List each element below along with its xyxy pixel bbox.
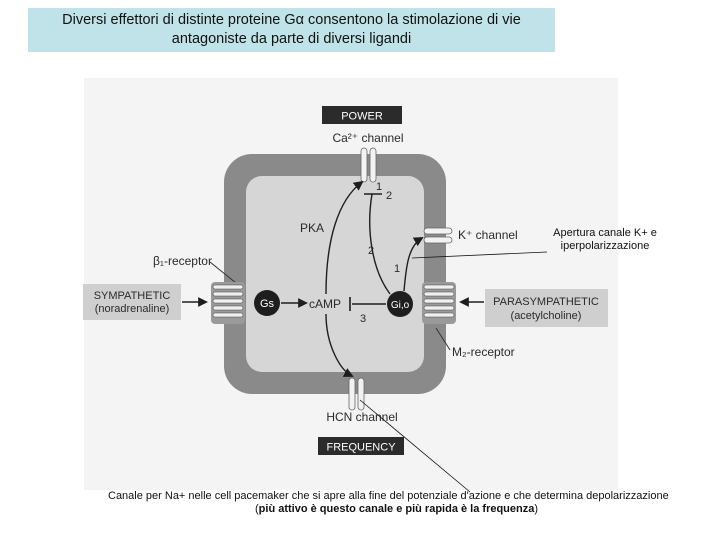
hcn-annotation-line-1: Canale per Na+ nelle cell pacemaker che … (108, 490, 669, 502)
sympathetic-line-1: SYMPATHETIC (94, 290, 171, 302)
parasympathetic-box (485, 289, 608, 327)
hcn-channel-label: HCN channel (326, 410, 397, 424)
sympathetic-box (83, 284, 181, 320)
parasympathetic-line-1: PARASYMPATHETIC (493, 296, 599, 308)
ca-channel-left (360, 147, 368, 183)
hcn-annotation-line (359, 399, 471, 493)
gio-label: Gi,o (391, 300, 410, 311)
beta1-receptor (211, 282, 245, 324)
ca-channel-right (369, 147, 377, 183)
camp-label: cAMP (309, 297, 341, 311)
num-2-top: 2 (386, 190, 392, 202)
title-box: Diversi effettori di distinte proteine G… (28, 8, 555, 52)
gio-protein (387, 291, 413, 317)
gio-to-k-arrow (403, 237, 424, 292)
k-channel-bottom (423, 236, 453, 244)
pka-label: PKA (300, 221, 324, 235)
k-channel-top (423, 227, 453, 235)
beta1-pointer (209, 261, 237, 284)
beta1-receptor-label: β₁-receptor (153, 254, 212, 268)
m2-receptor-label: M₂-receptor (452, 345, 515, 359)
power-label: POWER (341, 111, 383, 123)
k-annotation-line (411, 251, 548, 259)
sympathetic-line-2: (noradrenaline) (95, 303, 170, 315)
m2-pointer (435, 327, 451, 351)
hcn-annotation-open: ( (255, 503, 259, 515)
num-2-mid: 2 (368, 245, 374, 257)
frequency-box (318, 437, 404, 455)
gs-protein (254, 290, 280, 316)
camp-to-hcn-arrow (325, 313, 354, 377)
hcn-annotation-bold: più attivo è questo canale e più rapida … (258, 503, 535, 515)
num-3: 3 (360, 313, 366, 325)
cell-cytoplasm (246, 176, 424, 372)
hcn-channel-left (348, 377, 356, 411)
gio-inhibits-ca (369, 193, 391, 295)
title-line-1: Diversi effettori di distinte proteine G… (62, 12, 521, 28)
m2-receptor (422, 282, 456, 324)
num-1-mid: 1 (394, 263, 400, 275)
parasympathetic-line-2: (acetylcholine) (511, 310, 582, 322)
num-1-top: 1 (376, 181, 382, 193)
title-line-2: antagoniste da parte di diversi ligandi (171, 31, 412, 47)
hcn-annotation-line-2: (più attivo è questo canale e più rapida… (255, 503, 538, 516)
k-annotation-line-2: iperpolarizzazione (560, 239, 650, 252)
hcn-annotation-close: ) (534, 503, 539, 515)
camp-to-ca-arrow (325, 180, 364, 295)
power-box (322, 106, 402, 124)
frequency-label: FREQUENCY (326, 442, 396, 454)
k-channel-annotation: Apertura canale K+ e iperpolarizzazione (545, 227, 665, 252)
gs-label: Gs (260, 298, 275, 310)
hcn-channel-right (357, 377, 365, 411)
k-annotation-line-1: Apertura canale K+ e (553, 227, 657, 239)
k-channel-label: K⁺ channel (458, 228, 518, 242)
ca-channel-label: Ca²⁺ channel (332, 131, 403, 145)
